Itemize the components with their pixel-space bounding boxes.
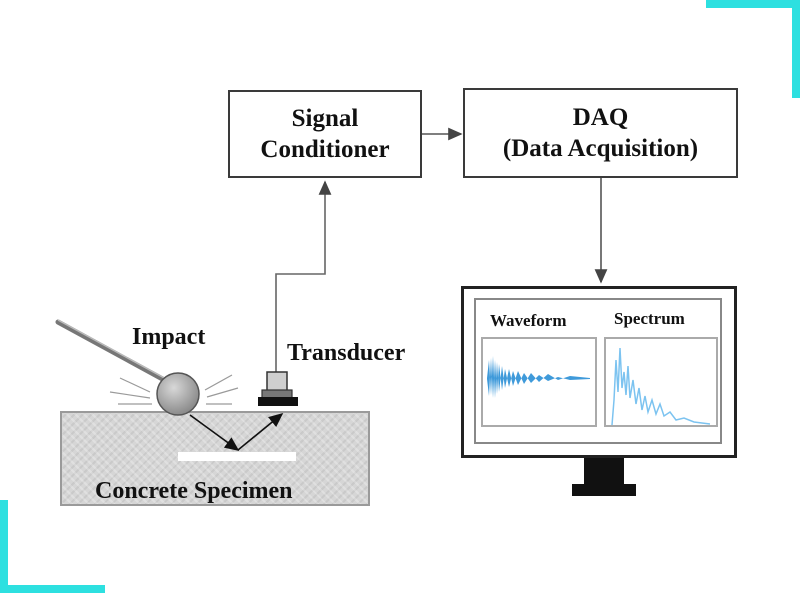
specimen-label: Concrete Specimen <box>95 478 293 504</box>
wave-path-down <box>189 414 240 451</box>
wave-path-up <box>237 412 284 451</box>
transducer-sensor <box>258 371 298 406</box>
impact-label: Impact <box>132 324 206 350</box>
impact-ball <box>156 372 200 416</box>
spectrum-trace <box>611 347 711 426</box>
monitor-base <box>572 484 636 496</box>
signal-conditioner-line-2: Conditioner <box>260 136 390 163</box>
waveform-title: Waveform <box>490 311 567 330</box>
signal-conditioner-line-1: Signal <box>291 105 359 132</box>
internal-defect <box>178 452 296 461</box>
daq-block: DAQ (Data Acquisition) <box>463 88 738 178</box>
impact-rays <box>109 374 239 405</box>
waveform-trace <box>487 356 590 398</box>
transducer-label: Transducer <box>287 340 406 366</box>
daq-line-2: (Data Acquisition) <box>502 135 699 162</box>
corner-accent-bottom-left-vertical <box>0 500 8 593</box>
spectrum-title: Spectrum <box>614 309 685 328</box>
signal-conditioner-block: Signal Conditioner <box>228 90 422 178</box>
corner-accent-bottom-left <box>0 585 105 593</box>
impact-hammer-handle <box>55 319 171 385</box>
daq-line-1: DAQ <box>572 104 629 131</box>
monitor-neck <box>584 458 624 486</box>
transducer-cable <box>275 180 332 372</box>
corner-accent-top-right-vertical <box>792 0 800 98</box>
corner-accent-top-right <box>706 0 800 8</box>
concrete-specimen <box>60 411 370 506</box>
